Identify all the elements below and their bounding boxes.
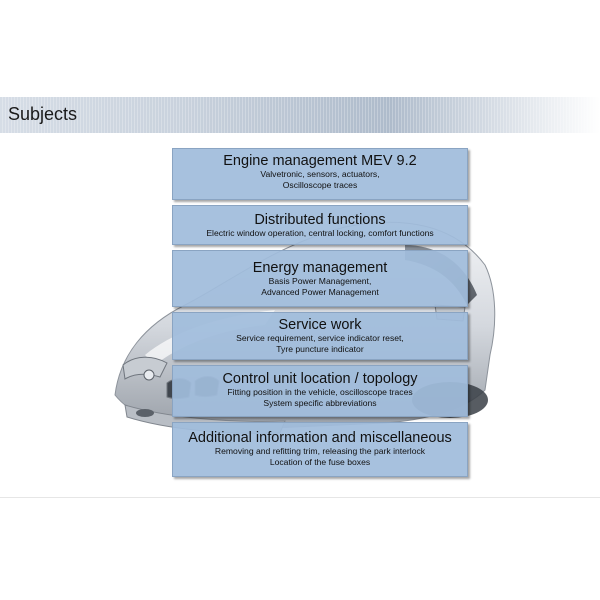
subject-title: Service work (278, 317, 362, 333)
subjects-list: Engine management MEV 9.2 Valvetronic, s… (172, 148, 468, 482)
subject-detail: Removing and refitting trim, releasing t… (214, 446, 426, 456)
subject-title: Energy management (252, 260, 388, 276)
subject-box-energy-management: Energy management Basis Power Management… (172, 250, 468, 307)
header-band (0, 97, 600, 133)
subject-detail: Tyre puncture indicator (276, 344, 364, 354)
subject-title: Additional information and miscellaneous (188, 430, 452, 446)
subject-box-additional-information: Additional information and miscellaneous… (172, 422, 468, 477)
subject-box-distributed-functions: Distributed functions Electric window op… (172, 205, 468, 245)
subject-detail: Basis Power Management, (268, 276, 372, 286)
subject-detail: Location of the fuse boxes (269, 457, 371, 467)
subject-detail: Electric window operation, central locki… (206, 228, 434, 238)
subject-detail: Advanced Power Management (261, 287, 379, 297)
subject-detail: Service requirement, service indicator r… (236, 333, 404, 343)
subject-detail: Fitting position in the vehicle, oscillo… (227, 387, 413, 397)
page-title: Subjects (8, 104, 78, 124)
subject-box-control-unit-location: Control unit location / topology Fitting… (172, 365, 468, 417)
footer-divider (0, 497, 600, 498)
subject-box-service-work: Service work Service requirement, servic… (172, 312, 468, 360)
subject-title: Engine management MEV 9.2 (223, 153, 417, 169)
subject-detail: Oscilloscope traces (282, 180, 358, 190)
subject-title: Control unit location / topology (222, 371, 418, 387)
subject-title: Distributed functions (254, 212, 386, 228)
subject-detail: Valvetronic, sensors, actuators, (260, 169, 380, 179)
subject-box-engine-management: Engine management MEV 9.2 Valvetronic, s… (172, 148, 468, 200)
subject-detail: System specific abbreviations (263, 398, 377, 408)
